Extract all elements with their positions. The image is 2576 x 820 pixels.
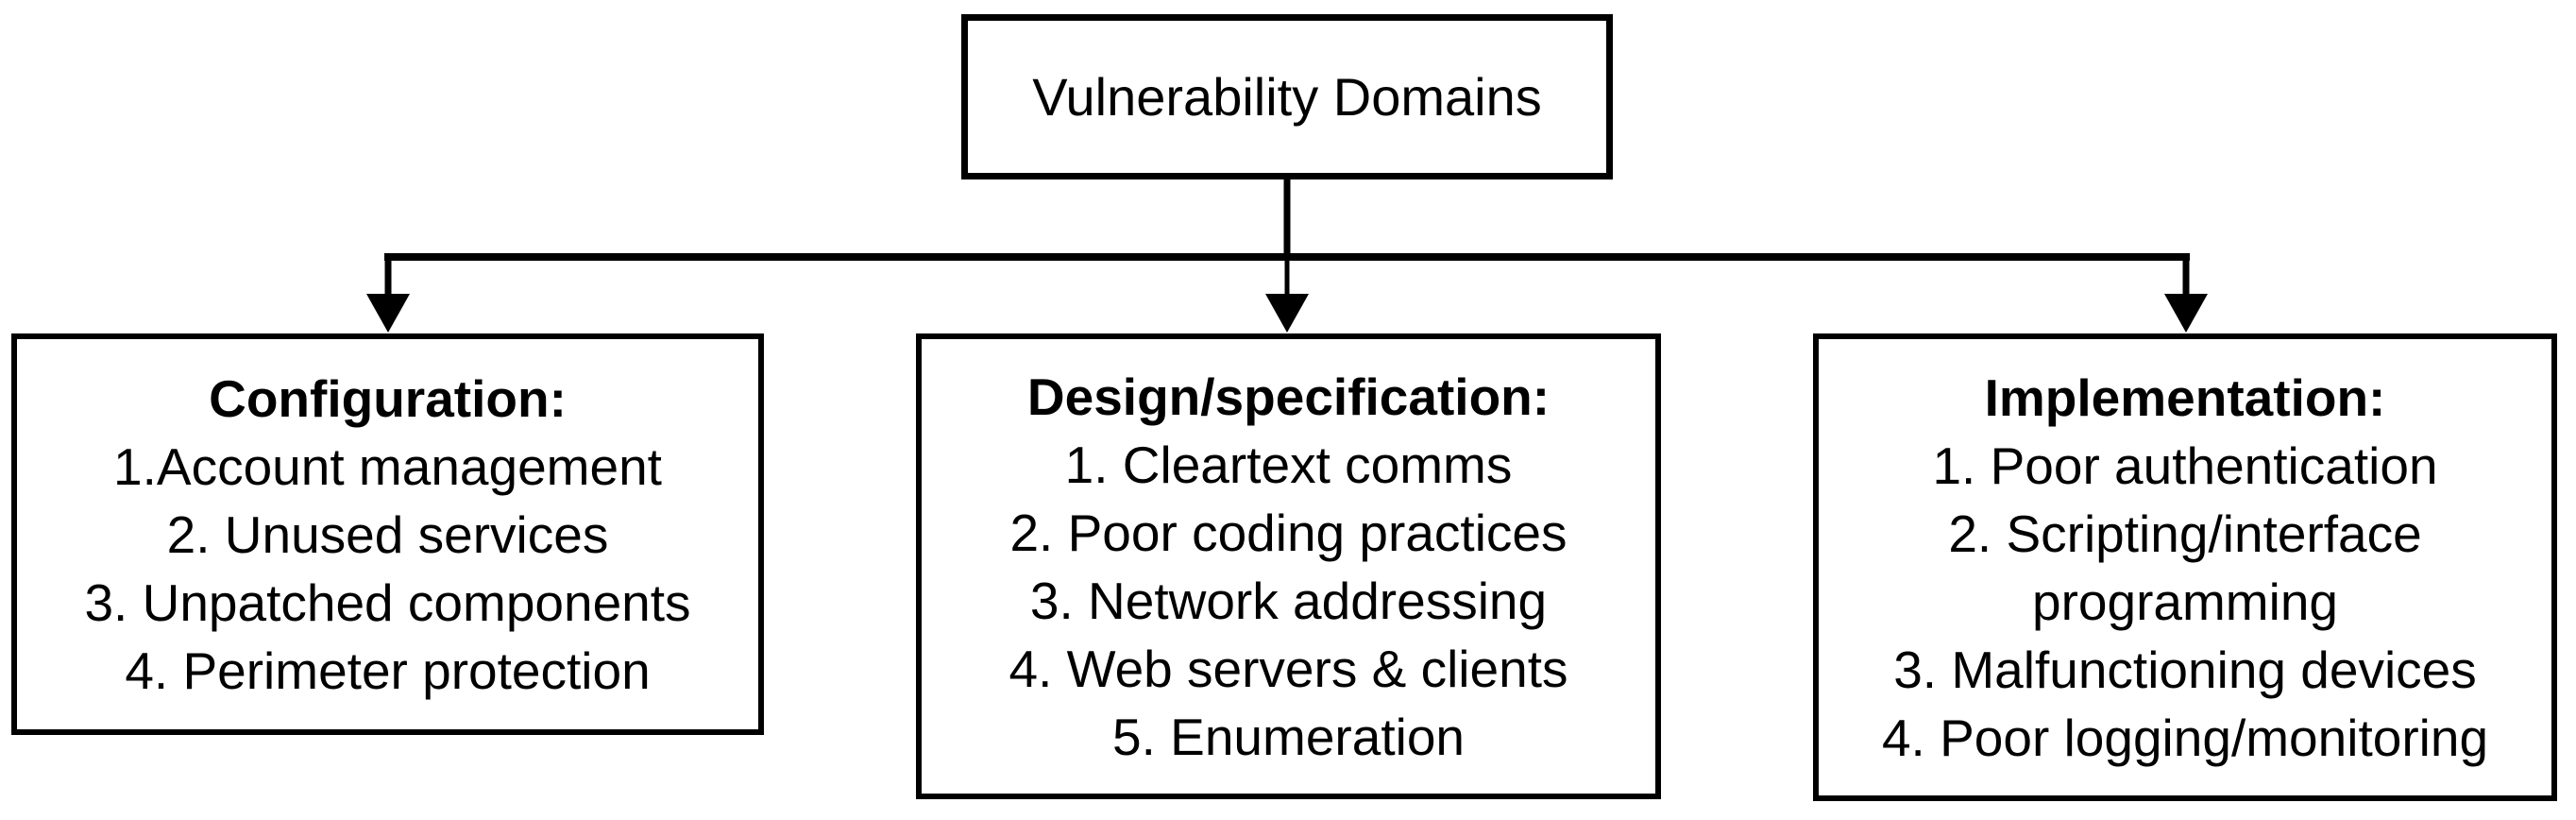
- arrowhead-left: [366, 294, 410, 333]
- implementation-title: Implementation:: [1984, 367, 2386, 427]
- implementation-box: Implementation: 1. Poor authentication 2…: [1813, 333, 2557, 801]
- arrowhead-right: [2164, 294, 2208, 333]
- configuration-item-4: 4. Perimeter protection: [125, 641, 651, 700]
- design-specification-box: Design/specification: 1. Cleartext comms…: [916, 333, 1661, 799]
- configuration-box: Configuration: 1.Account management 2. U…: [11, 333, 764, 735]
- arrowhead-middle: [1265, 294, 1309, 333]
- design-item-1: 1. Cleartext comms: [1064, 435, 1513, 494]
- implementation-item-2: 2. Scripting/interface programming: [1948, 504, 2422, 631]
- design-item-4: 4. Web servers & clients: [1008, 639, 1568, 698]
- design-item-2: 2. Poor coding practices: [1009, 503, 1568, 562]
- implementation-item-4: 4. Poor logging/monitoring: [1881, 708, 2489, 767]
- configuration-item-3: 3. Unpatched components: [84, 572, 691, 632]
- configuration-title: Configuration:: [209, 368, 567, 428]
- design-specification-title: Design/specification:: [1026, 367, 1551, 426]
- design-item-3: 3. Network addressing: [1029, 571, 1548, 630]
- configuration-item-2: 2. Unused services: [166, 504, 609, 564]
- design-item-5: 5. Enumeration: [1112, 707, 1465, 766]
- implementation-item-1: 1. Poor authentication: [1932, 436, 2438, 495]
- configuration-item-1: 1.Account management: [113, 436, 662, 496]
- root-box-vulnerability-domains: Vulnerability Domains: [961, 14, 1613, 179]
- implementation-item-3: 3. Malfunctioning devices: [1893, 640, 2477, 699]
- root-box-label: Vulnerability Domains: [1032, 66, 1542, 127]
